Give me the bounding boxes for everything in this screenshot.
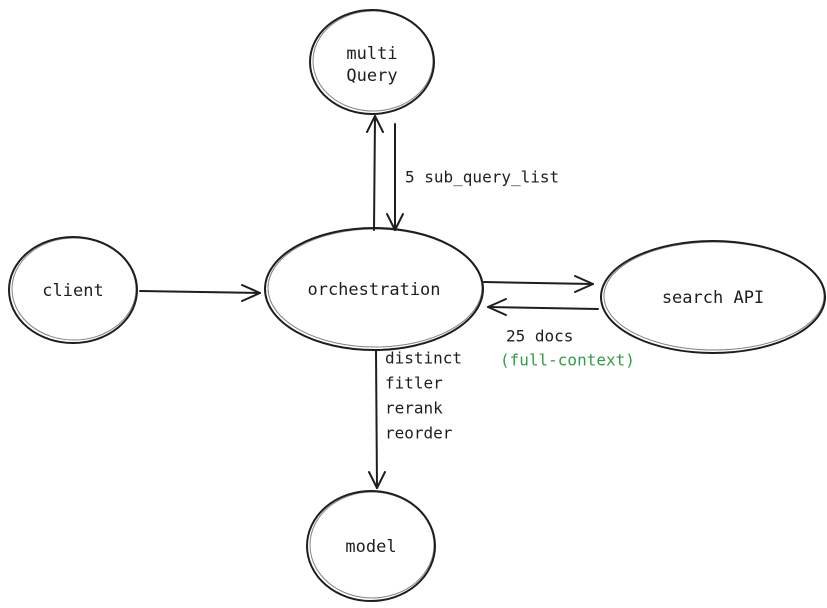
edge-model-step-rerank: rerank xyxy=(385,399,443,418)
node-multi-query[interactable]: multi Query xyxy=(309,9,435,115)
edge-orchestration-to-multi-query xyxy=(366,115,384,231)
edge-orchestration-to-search-api xyxy=(483,275,594,293)
edge-multi-query-to-orchestration xyxy=(386,123,404,231)
node-model-label: model xyxy=(345,537,396,557)
node-multi-query-label-line2: Query xyxy=(346,66,397,86)
edge-search-api-to-orchestration xyxy=(487,298,599,316)
node-search-api[interactable]: search API xyxy=(600,240,826,354)
edge-client-to-orchestration xyxy=(139,284,261,302)
edge-orchestration-to-model xyxy=(368,350,386,489)
node-client-label: client xyxy=(42,281,103,301)
node-multi-query-label-line1: multi xyxy=(346,44,397,64)
node-client[interactable]: client xyxy=(8,236,138,344)
edge-model-steps: distinct fitler rerank reorder xyxy=(385,349,462,443)
edge-model-step-reorder: reorder xyxy=(385,424,453,443)
node-orchestration[interactable]: orchestration xyxy=(264,227,484,351)
edge-search-api-note: (full-context) xyxy=(500,351,635,370)
node-model[interactable]: model xyxy=(306,490,436,602)
edge-search-api-label: 25 docs xyxy=(506,327,573,346)
node-orchestration-label: orchestration xyxy=(307,280,440,300)
edge-model-step-distinct: distinct xyxy=(385,349,462,368)
edge-multi-query-label: 5 sub_query_list xyxy=(405,168,559,187)
node-search-api-label: search API xyxy=(662,288,764,308)
edge-model-step-fitler: fitler xyxy=(385,374,443,393)
